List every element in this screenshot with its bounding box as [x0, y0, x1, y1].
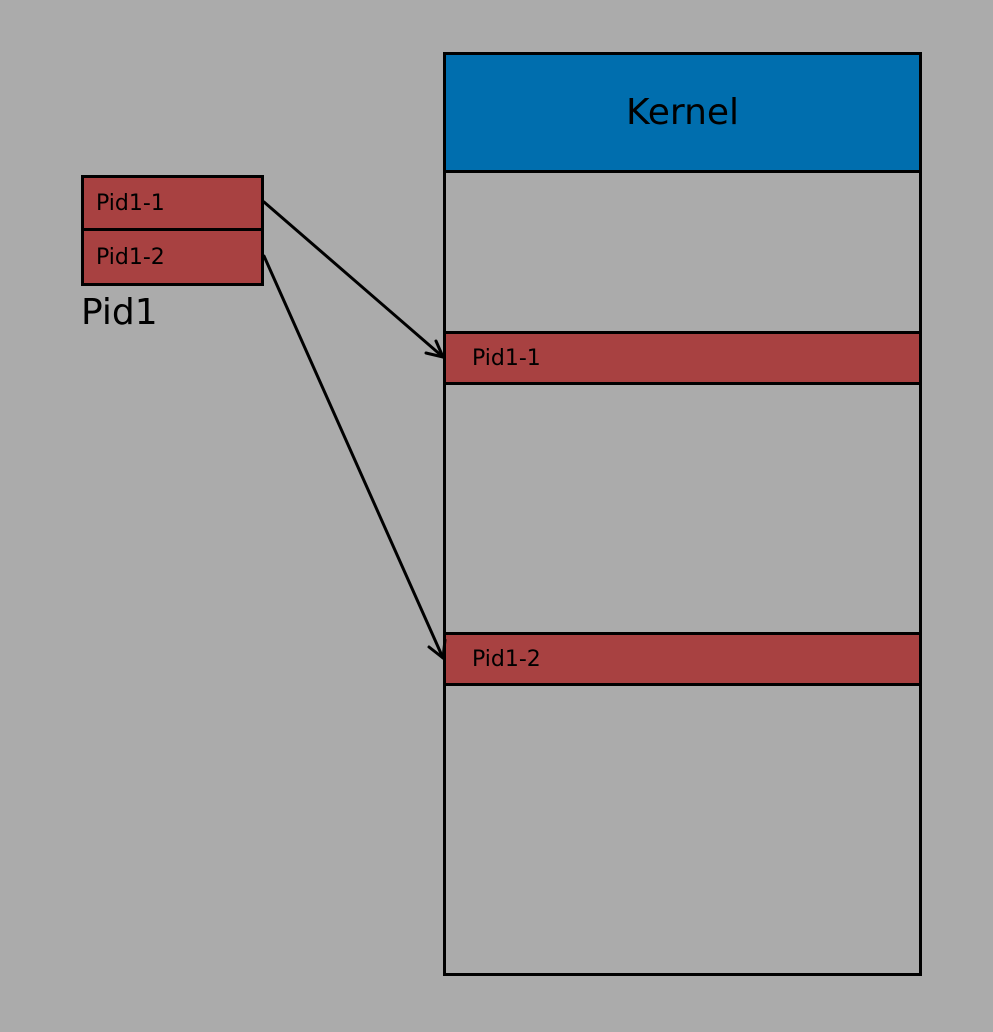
kernel-region: Kernel [446, 55, 919, 173]
process-block-pid1-1: Pid1-1 [84, 178, 261, 231]
physical-memory: Kernel Pid1-1 Pid1-2 [443, 52, 922, 976]
memory-block-pid1-1: Pid1-1 [446, 331, 919, 385]
kernel-label: Kernel [625, 92, 740, 133]
arrow-pid1-2 [262, 254, 447, 660]
process-label: Pid1 [81, 292, 158, 333]
memory-block-label: Pid1-2 [472, 646, 541, 672]
process-block-label: Pid1-1 [96, 190, 165, 216]
memory-block-label: Pid1-1 [472, 345, 541, 371]
process-block-pid1-2: Pid1-2 [84, 231, 261, 283]
process-pages: Pid1-1 Pid1-2 [81, 175, 264, 286]
arrow-pid1-1 [262, 200, 445, 359]
memory-block-pid1-2: Pid1-2 [446, 632, 919, 686]
process-block-label: Pid1-2 [96, 244, 165, 270]
